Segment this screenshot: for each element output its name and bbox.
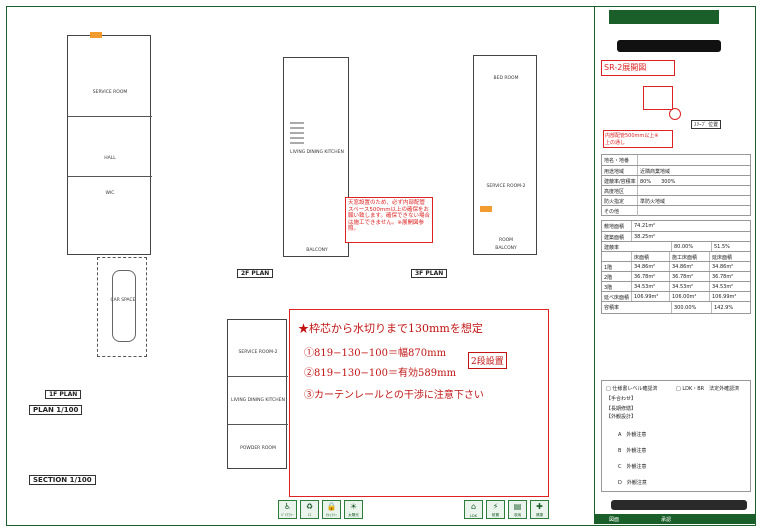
security-icon: 🔒ｾｷｭﾘﾃｨ — [322, 500, 341, 519]
checklist-field: B 外観注意 — [618, 448, 647, 454]
first-floor-plan: SERVICE ROOM HALL WIC — [67, 32, 152, 255]
checklist-line: 【外観設計】 — [606, 414, 637, 420]
second-floor-label: 2F PLAN — [237, 269, 274, 278]
checklist-field: D 外観注意 — [618, 480, 647, 486]
sheet-title-box: SR-2展開図 — [601, 60, 675, 76]
ldk-icon: ⌂LDK — [464, 500, 483, 519]
footer-bar: 図面 承認 — [595, 514, 755, 524]
section-label: SECTION 1/100 — [29, 475, 96, 485]
diagram-caption: 内部配管500mm以上※ 上の通し — [603, 130, 673, 148]
second-floor-plan: LIVING DINING KITCHEN BALCONY — [283, 57, 349, 257]
window-highlight — [480, 206, 492, 212]
health-icon: ✚健康 — [530, 500, 549, 519]
room-label: ROOM — [498, 238, 514, 243]
storage-icon: ▤収納 — [508, 500, 527, 519]
room-label: WIC — [105, 191, 115, 196]
room-label: BALCONY — [495, 246, 517, 251]
redacted-block — [617, 40, 721, 52]
checklist: □ 仕様書レベル確認済 □ LDK・BR 法定外確認済 【手合わせ】 【長期修繕… — [601, 380, 751, 492]
room-label: SERVICE ROOM — [92, 90, 128, 95]
checklist-item[interactable]: □ 仕様書レベル確認済 — [606, 386, 658, 392]
skylight-note: 天窓設置のため、必ず内部配管スペース500mm以上の確保をお願い致します。確保で… — [345, 197, 433, 243]
solar-icon: ☀太陽光 — [344, 500, 363, 519]
project-code-bar — [609, 10, 719, 24]
room-label: POWDER ROOM — [240, 446, 276, 451]
checklist-field: A 外観注意 — [618, 432, 647, 438]
handwritten-line: ②819−130−100＝有効589mm — [304, 368, 457, 379]
checklist-line: 【長期修繕】 — [606, 406, 637, 412]
room-label: HALL — [104, 156, 116, 161]
handwritten-note-box: ★枠芯から水切りまで130mmを想定 ①819−130−100＝幅870mm ②… — [289, 309, 549, 497]
checklist-line: 【手合わせ】 — [606, 396, 637, 402]
sleeve-marker: ｽﾘｰﾌﾞ 位置 — [691, 120, 722, 129]
floor-line — [228, 376, 288, 377]
room-label: LIVING DINING KITCHEN — [231, 398, 285, 403]
eco-icon: ♻ｴｺ — [300, 500, 319, 519]
handwritten-side-note: 2段設置 — [468, 352, 507, 369]
room-label: SERVICE ROOM-2 — [238, 350, 278, 355]
room-label: LIVING DINING KITCHEN — [290, 150, 344, 155]
car-icon — [112, 270, 136, 342]
handwritten-line: ③カーテンレールとの干渉に注意下さい — [304, 390, 484, 401]
room-label: BALCONY — [306, 248, 328, 253]
first-floor-label: 1F PLAN — [45, 390, 82, 399]
earthquake-icon: ⚡耐震 — [486, 500, 505, 519]
room-label: BED ROOM — [493, 76, 519, 81]
project-code — [609, 13, 613, 21]
third-floor-label: 3F PLAN — [411, 269, 448, 278]
checklist-field: C 外観注意 — [618, 464, 647, 470]
plan-scale-label: PLAN 1/100 — [29, 405, 83, 415]
checklist-item[interactable]: □ LDK・BR 法定外確認済 — [676, 386, 740, 392]
floor-line — [228, 424, 288, 425]
title-block: SR-2展開図 内部配管500mm以上※ 上の通し ｽﾘｰﾌﾞ 位置 地名・地番… — [594, 6, 755, 524]
interior-walls — [68, 116, 152, 117]
barrier-free-icon: ♿ﾊﾞﾘｱﾌﾘｰ — [278, 500, 297, 519]
car-space: CAR SPACE — [97, 257, 147, 357]
handwritten-line: ①819−130−100＝幅870mm — [304, 348, 447, 359]
stair-icon — [290, 122, 304, 144]
redacted-block — [611, 500, 747, 510]
room-label: SERVICE ROOM-2 — [486, 184, 526, 189]
window-highlight — [90, 32, 102, 38]
third-floor-plan: BED ROOM SERVICE ROOM-2 ROOM BALCONY — [473, 55, 537, 255]
section-drawing: SERVICE ROOM-2 LIVING DINING KITCHEN POW… — [227, 319, 288, 469]
interior-walls — [68, 176, 152, 177]
footer-left: 図面 — [609, 517, 620, 523]
room-label: CAR SPACE — [110, 298, 136, 303]
piping-diagram — [643, 86, 683, 126]
handwritten-line: ★枠芯から水切りまで130mmを想定 — [298, 322, 483, 335]
footer-center: 承認 — [661, 517, 672, 523]
